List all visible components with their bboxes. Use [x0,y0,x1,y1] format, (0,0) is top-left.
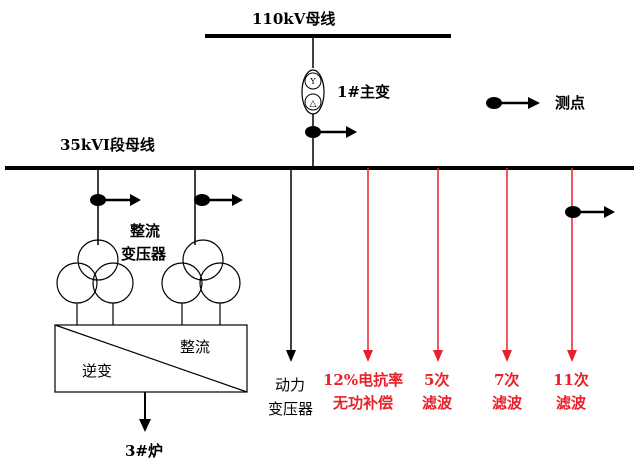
filter-11th-label-line2: 滤波 [556,394,587,412]
measurement-point-icon [90,194,141,206]
rectifier-transformer-label-line1: 整流 [130,222,160,240]
power-transformer-label-line2: 变压器 [268,400,313,418]
reactive-comp-label-line1: 12%电抗率 [323,371,403,389]
transformer-wye-symbol: Y [309,77,316,86]
legend-label: 测点 [555,94,585,112]
converter-rectifier-label: 整流 [180,338,210,356]
filter-11th-branch [567,168,577,362]
filter-5th-label-line2: 滤波 [422,394,453,412]
power-transformer-label-line1: 动力 [275,376,305,394]
furnace-arrow-icon [139,419,151,432]
furnace-label: 3#炉 [125,442,163,460]
measurement-point-icon [194,194,243,206]
filter-7th-label-line1: 7次 [494,371,519,389]
filter-11th-label-line1: 11次 [553,371,589,389]
reactive-comp-label-line2: 无功补偿 [332,394,393,412]
power-transformer-arrow-icon [286,350,296,362]
converter-inverter-label: 逆变 [82,362,112,380]
filter-5th-label-line1: 5次 [424,371,449,389]
bus-35kv-label: 35kVⅠ段母线 [60,136,155,154]
reactive-compensation-branch [363,168,373,362]
filter-7th-label-line2: 滤波 [492,394,523,412]
measurement-point-icon [305,126,357,138]
transformer-delta-symbol: △ [310,99,317,109]
main-transformer-symbol: Y △ [301,69,325,115]
transformer-to-converter-links [76,303,221,325]
bus-110kv-label: 110kV母线 [252,10,335,28]
rectifier-transformer-label-line2: 变压器 [121,245,167,263]
main-transformer-label: 1#主变 [337,83,390,101]
legend-measurement-point-icon [486,97,540,109]
converter-box [54,324,248,393]
filter-5th-branch [433,168,443,362]
filter-7th-branch [502,168,512,362]
rectifier-transformer-2-symbol [161,239,241,304]
measurement-point-icon [565,206,615,218]
